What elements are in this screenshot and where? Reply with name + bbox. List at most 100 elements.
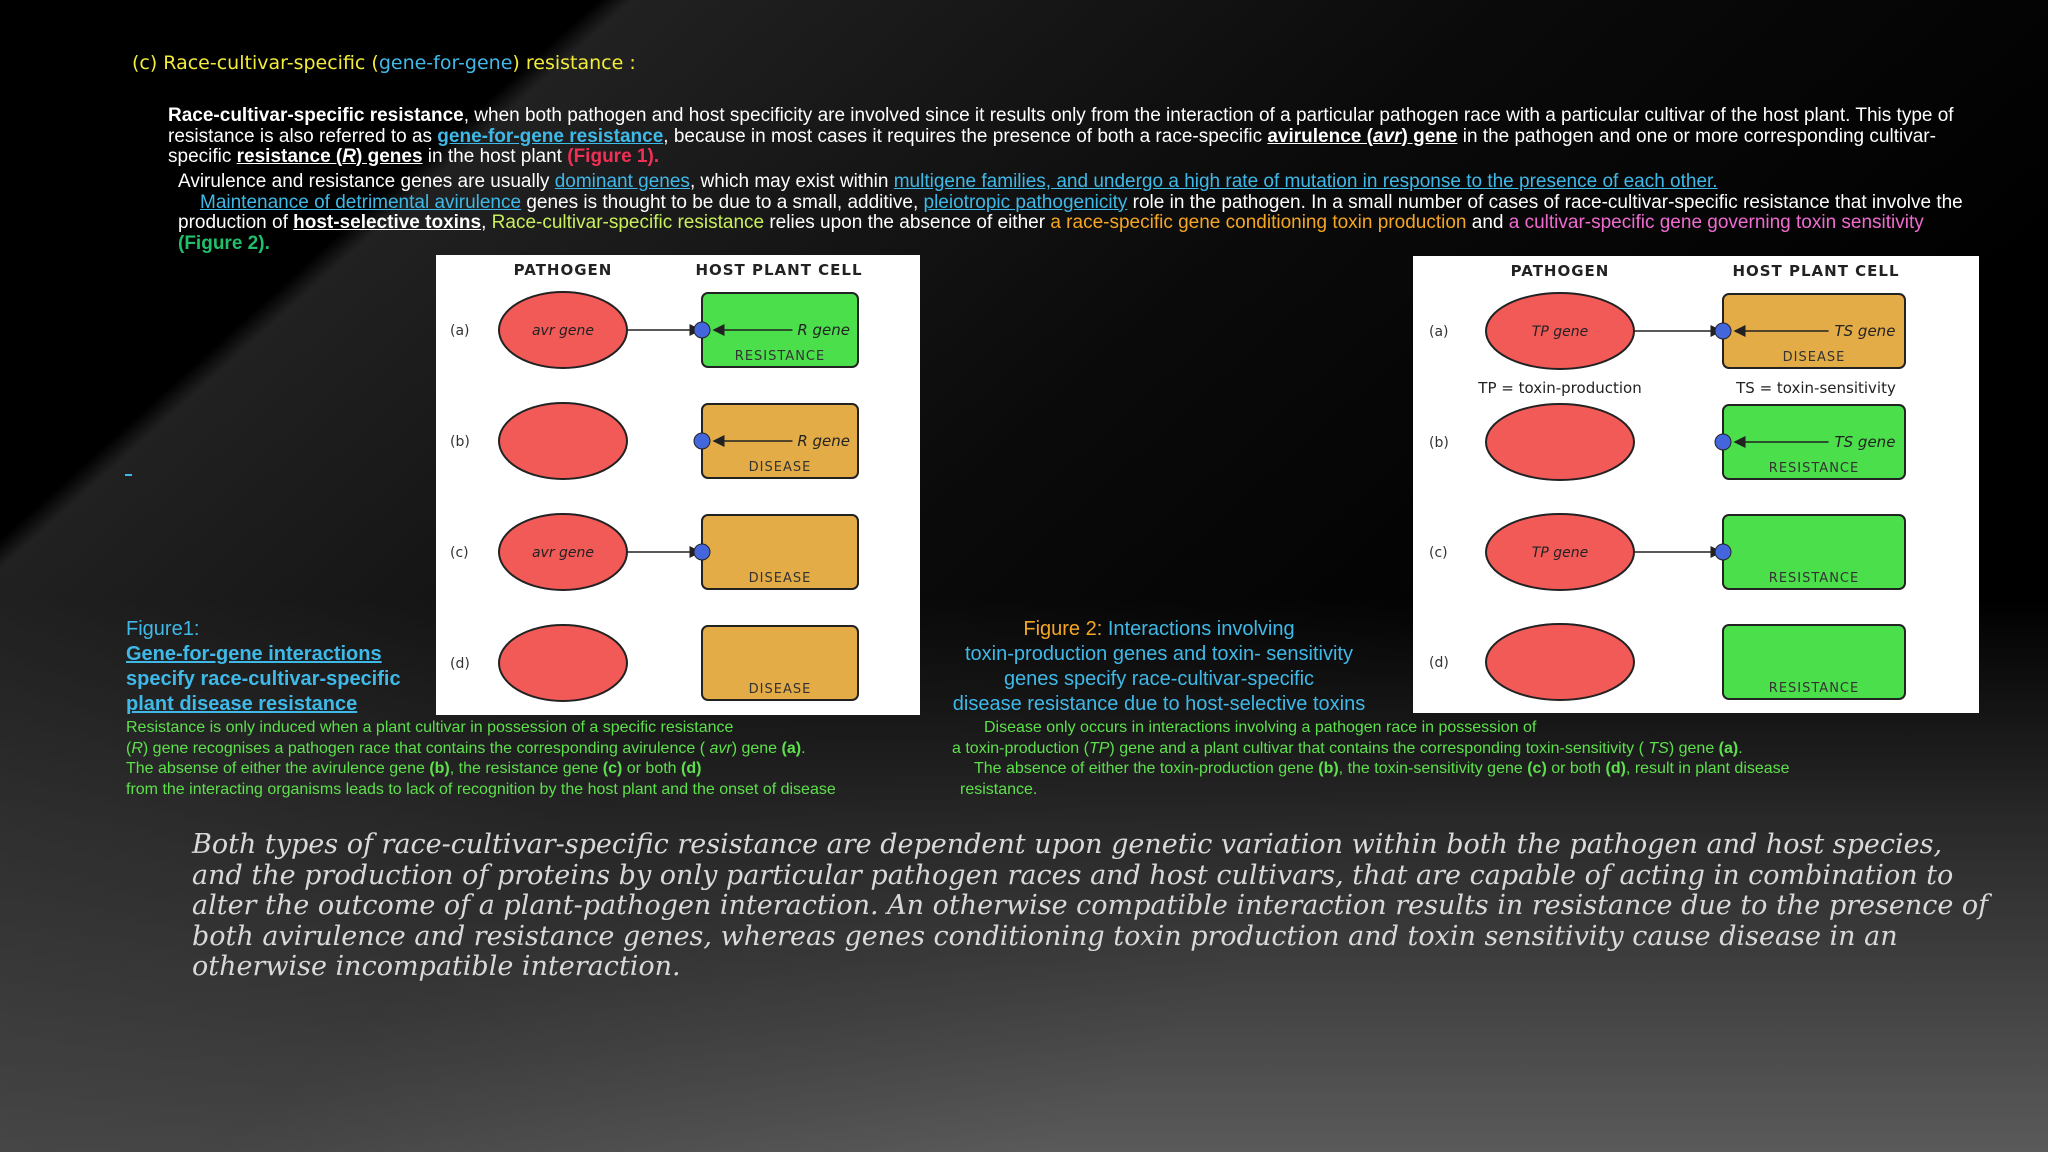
text: The absence of either the toxin-producti… [974, 760, 1319, 777]
text: (c) [602, 760, 623, 777]
figure1-reference: (Figure 1) [567, 146, 654, 168]
outcome-label: DISEASE [749, 571, 812, 586]
text: genes is thought to be due to a small, a… [521, 191, 924, 213]
caption1-link[interactable]: Gene-for-gene interactions [126, 643, 382, 665]
text: resistance ( [236, 146, 343, 168]
caption1-line2: (R) gene recognises a pathogen race that… [126, 739, 946, 760]
text: ( [126, 739, 132, 757]
text: ) gene [1668, 739, 1719, 757]
caption1-link-2[interactable]: plant disease resistance [126, 693, 358, 715]
section-heading: (c) Race-cultivar-specific (gene-for-gen… [132, 52, 636, 74]
figure2-svg: PATHOGEN HOST PLANT CELL TP = toxin-produc… [1429, 262, 1906, 701]
text: (d) [1605, 760, 1626, 777]
host-cell [701, 625, 859, 701]
row-label: (d) [450, 656, 470, 672]
outcome-label: DISEASE [1783, 350, 1846, 365]
text: TS [1648, 739, 1669, 757]
figure2-diagram: PATHOGEN HOST PLANT CELL TP = toxin-produc… [1413, 256, 1979, 713]
term-toxin-sensitivity-gene: a cultivar-specific gene governing toxin… [1508, 212, 1924, 234]
text: . [264, 232, 270, 254]
pathogen-gene: avr gene [532, 545, 594, 561]
text: , the toxin-sensitivity gene [1338, 760, 1528, 777]
text: . [1738, 739, 1743, 757]
pathogen-gene: avr gene [532, 323, 594, 339]
link-gene-for-gene-resistance[interactable]: gene-for-gene resistance [437, 125, 664, 147]
pathogen-cell [498, 402, 628, 480]
text: R [342, 146, 356, 168]
text: The absense of either the avirulence gen… [126, 760, 430, 777]
text: ) gene recognises a pathogen race that c… [142, 739, 710, 757]
host-gene: R gene [797, 321, 850, 339]
link-multigene-families[interactable]: multigene families, and undergo a high r… [893, 171, 1718, 192]
figure2-caption-text: Disease only occurs in interactions invo… [952, 718, 1912, 800]
header-pathogen: PATHOGEN [514, 261, 613, 279]
text: ) gene [1401, 125, 1458, 147]
text: role in the pathogen. In a small number … [178, 191, 1963, 234]
text: , the resistance gene [449, 760, 603, 777]
text: avr [709, 739, 732, 757]
caption1-line4: from the interacting organisms leads to … [126, 780, 836, 798]
text: (b) [429, 760, 450, 777]
outcome-label: RESISTANCE [1769, 571, 1859, 586]
row-label: (b) [1429, 435, 1449, 451]
text: Avirulence and resistance genes are usua… [178, 171, 555, 192]
outcome-label: RESISTANCE [1769, 461, 1859, 476]
outcome-label: DISEASE [749, 460, 812, 475]
row-label: (b) [450, 434, 470, 450]
caption2-title-1: Interactions involving [1102, 618, 1295, 640]
text: . [801, 739, 806, 757]
text: ) gene and a plant cultivar that contain… [1109, 739, 1649, 757]
row-label: (c) [450, 545, 469, 561]
link-maintenance-avirulence[interactable]: Maintenance of detrimental avirulence [200, 191, 522, 213]
receptor-dot [1714, 543, 1732, 561]
host-gene: R gene [797, 432, 850, 450]
text: in the pathogen and one or more correspo… [168, 125, 1936, 168]
legend-ts: TS = toxin-sensitivity [1735, 379, 1896, 397]
caption2-title-3: genes specify race-cultivar-specific [1003, 668, 1315, 690]
receptor-dot [693, 432, 711, 450]
text: or both [1546, 760, 1606, 777]
caption2-line1: Disease only occurs in interactions invo… [984, 719, 1537, 736]
legend-tp: TP = toxin-production [1477, 379, 1641, 397]
receptor-dot [1714, 433, 1732, 451]
row-label: (a) [450, 323, 470, 339]
term-host-selective-toxins: host-selective toxins [293, 212, 482, 234]
pathogen-cell [1485, 403, 1635, 481]
pathogen-cell [1485, 623, 1635, 701]
text: , because in most cases it requires the … [663, 125, 1268, 147]
row-label: (d) [1429, 655, 1449, 671]
heading-suffix: ) resistance : [512, 52, 636, 74]
term-avirulence-gene: avirulence (avr) gene [1267, 126, 1457, 147]
link-dominant-genes[interactable]: dominant genes [554, 171, 690, 192]
text: (a) [1718, 739, 1739, 757]
text: (d) [681, 760, 702, 777]
text: ) genes [356, 146, 423, 168]
term-race-cultivar-resistance: Race-cultivar-specific resistance [491, 212, 765, 234]
term-race-cultivar: Race-cultivar-specific resistance [168, 105, 464, 126]
caption1-line1: Resistance is only induced when a plant … [126, 719, 734, 736]
text: avirulence ( [1267, 125, 1373, 147]
header-host-plant-cell: HOST PLANT CELL [1732, 262, 1899, 280]
text: (a) [781, 739, 802, 757]
caption2-title-2: toxin-production genes and toxin- sensit… [965, 643, 1353, 665]
host-gene: TS gene [1834, 322, 1895, 340]
text: a toxin-production ( [952, 739, 1089, 757]
text: , [481, 212, 492, 234]
link-pleiotropic-pathogenicity[interactable]: pleiotropic pathogenicity [923, 191, 1128, 213]
pathogen-gene: TP gene [1532, 545, 1588, 561]
row-label: (a) [1429, 324, 1449, 340]
text: . [653, 146, 660, 168]
outcome-label: DISEASE [749, 682, 812, 697]
stray-dash [125, 474, 132, 476]
header-pathogen: PATHOGEN [1511, 262, 1610, 280]
header-host-plant-cell: HOST PLANT CELL [695, 261, 862, 279]
caption2-title-4: disease resistance due to host-selective… [952, 693, 1366, 715]
host-cell [1722, 624, 1906, 700]
text: (c) [1527, 760, 1547, 777]
caption1-title-line: specify race-cultivar-specific [126, 668, 401, 690]
caption2-line3: The absence of either the toxin-producti… [952, 759, 1912, 780]
heading-gene-for-gene: gene-for-gene [378, 52, 513, 74]
text: in the host plant [422, 146, 568, 168]
